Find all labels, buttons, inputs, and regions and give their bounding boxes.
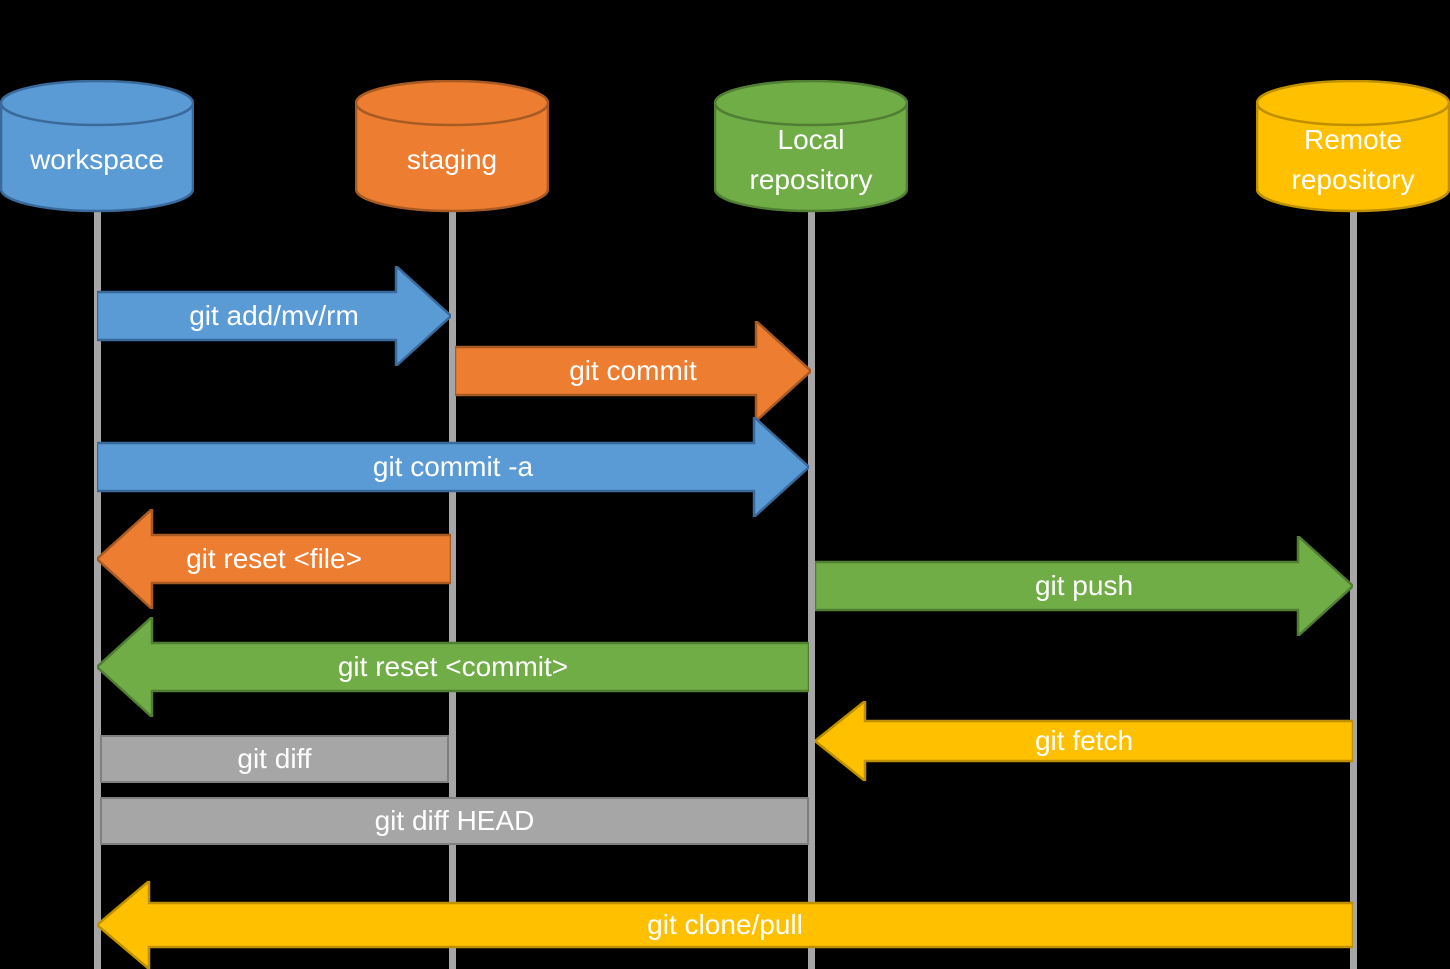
flow-git-reset-commit-arrow: git reset <commit> [97,617,809,717]
database-cylinder-icon [1256,80,1450,213]
workspace-node-label: workspace [30,143,164,175]
flow-git-fetch-arrow: git fetch [815,701,1353,781]
remote-repository-lifeline [1349,210,1357,969]
left-arrow-shape [97,509,451,609]
flow-git-clone-pull-label: git clone/pull [647,909,803,940]
right-arrow-shape [97,417,809,517]
flow-git-reset-file-label: git reset <file> [186,543,362,574]
flow-git-commit-a-label: git commit -a [372,451,534,482]
database-cylinder-icon [0,80,194,213]
left-arrow-shape [97,881,1353,969]
flow-git-diff-bar: git diff [100,735,449,783]
remote-repository-node-label: Remote repository [1291,123,1415,195]
remote-repository-node: Remote repository [1256,80,1450,213]
database-cylinder-icon [714,80,908,213]
workspace-node: workspace [0,80,194,213]
flow-git-add-label: git add/mv/rm [189,300,359,331]
flow-git-diff-head-label: git diff HEAD [374,805,535,836]
local-repository-node: Local repository [714,80,908,213]
flow-git-push-arrow: git push [815,536,1353,636]
flow-git-commit-a-arrow: git commit -a [97,417,809,517]
left-arrow-shape [815,701,1353,781]
flow-git-commit-label: git commit [569,355,697,386]
workspace-lifeline [93,210,101,969]
flow-git-push-label: git push [1034,570,1134,601]
staging-node-label: staging [406,143,498,175]
left-arrow-shape [97,617,809,717]
flow-git-fetch-label: git fetch [1034,725,1134,756]
flow-git-reset-commit-label: git reset <commit> [337,651,569,682]
flow-git-reset-file-arrow: git reset <file> [97,509,451,609]
staging-node: staging [355,80,549,213]
flow-git-diff-label: git diff [237,743,312,774]
local-repository-node-label: Local repository [749,123,873,195]
staging-lifeline [448,210,456,969]
flow-git-diff-head-bar: git diff HEAD [100,797,809,845]
flow-git-add-arrow: git add/mv/rm [97,266,451,366]
flow-git-clone-pull-arrow: git clone/pull [97,881,1353,969]
local-repository-lifeline [807,210,815,969]
flow-git-commit-arrow: git commit [455,321,811,421]
right-arrow-shape [455,321,811,421]
database-cylinder-icon [355,80,549,213]
right-arrow-shape [97,266,451,366]
right-arrow-shape [815,536,1353,636]
